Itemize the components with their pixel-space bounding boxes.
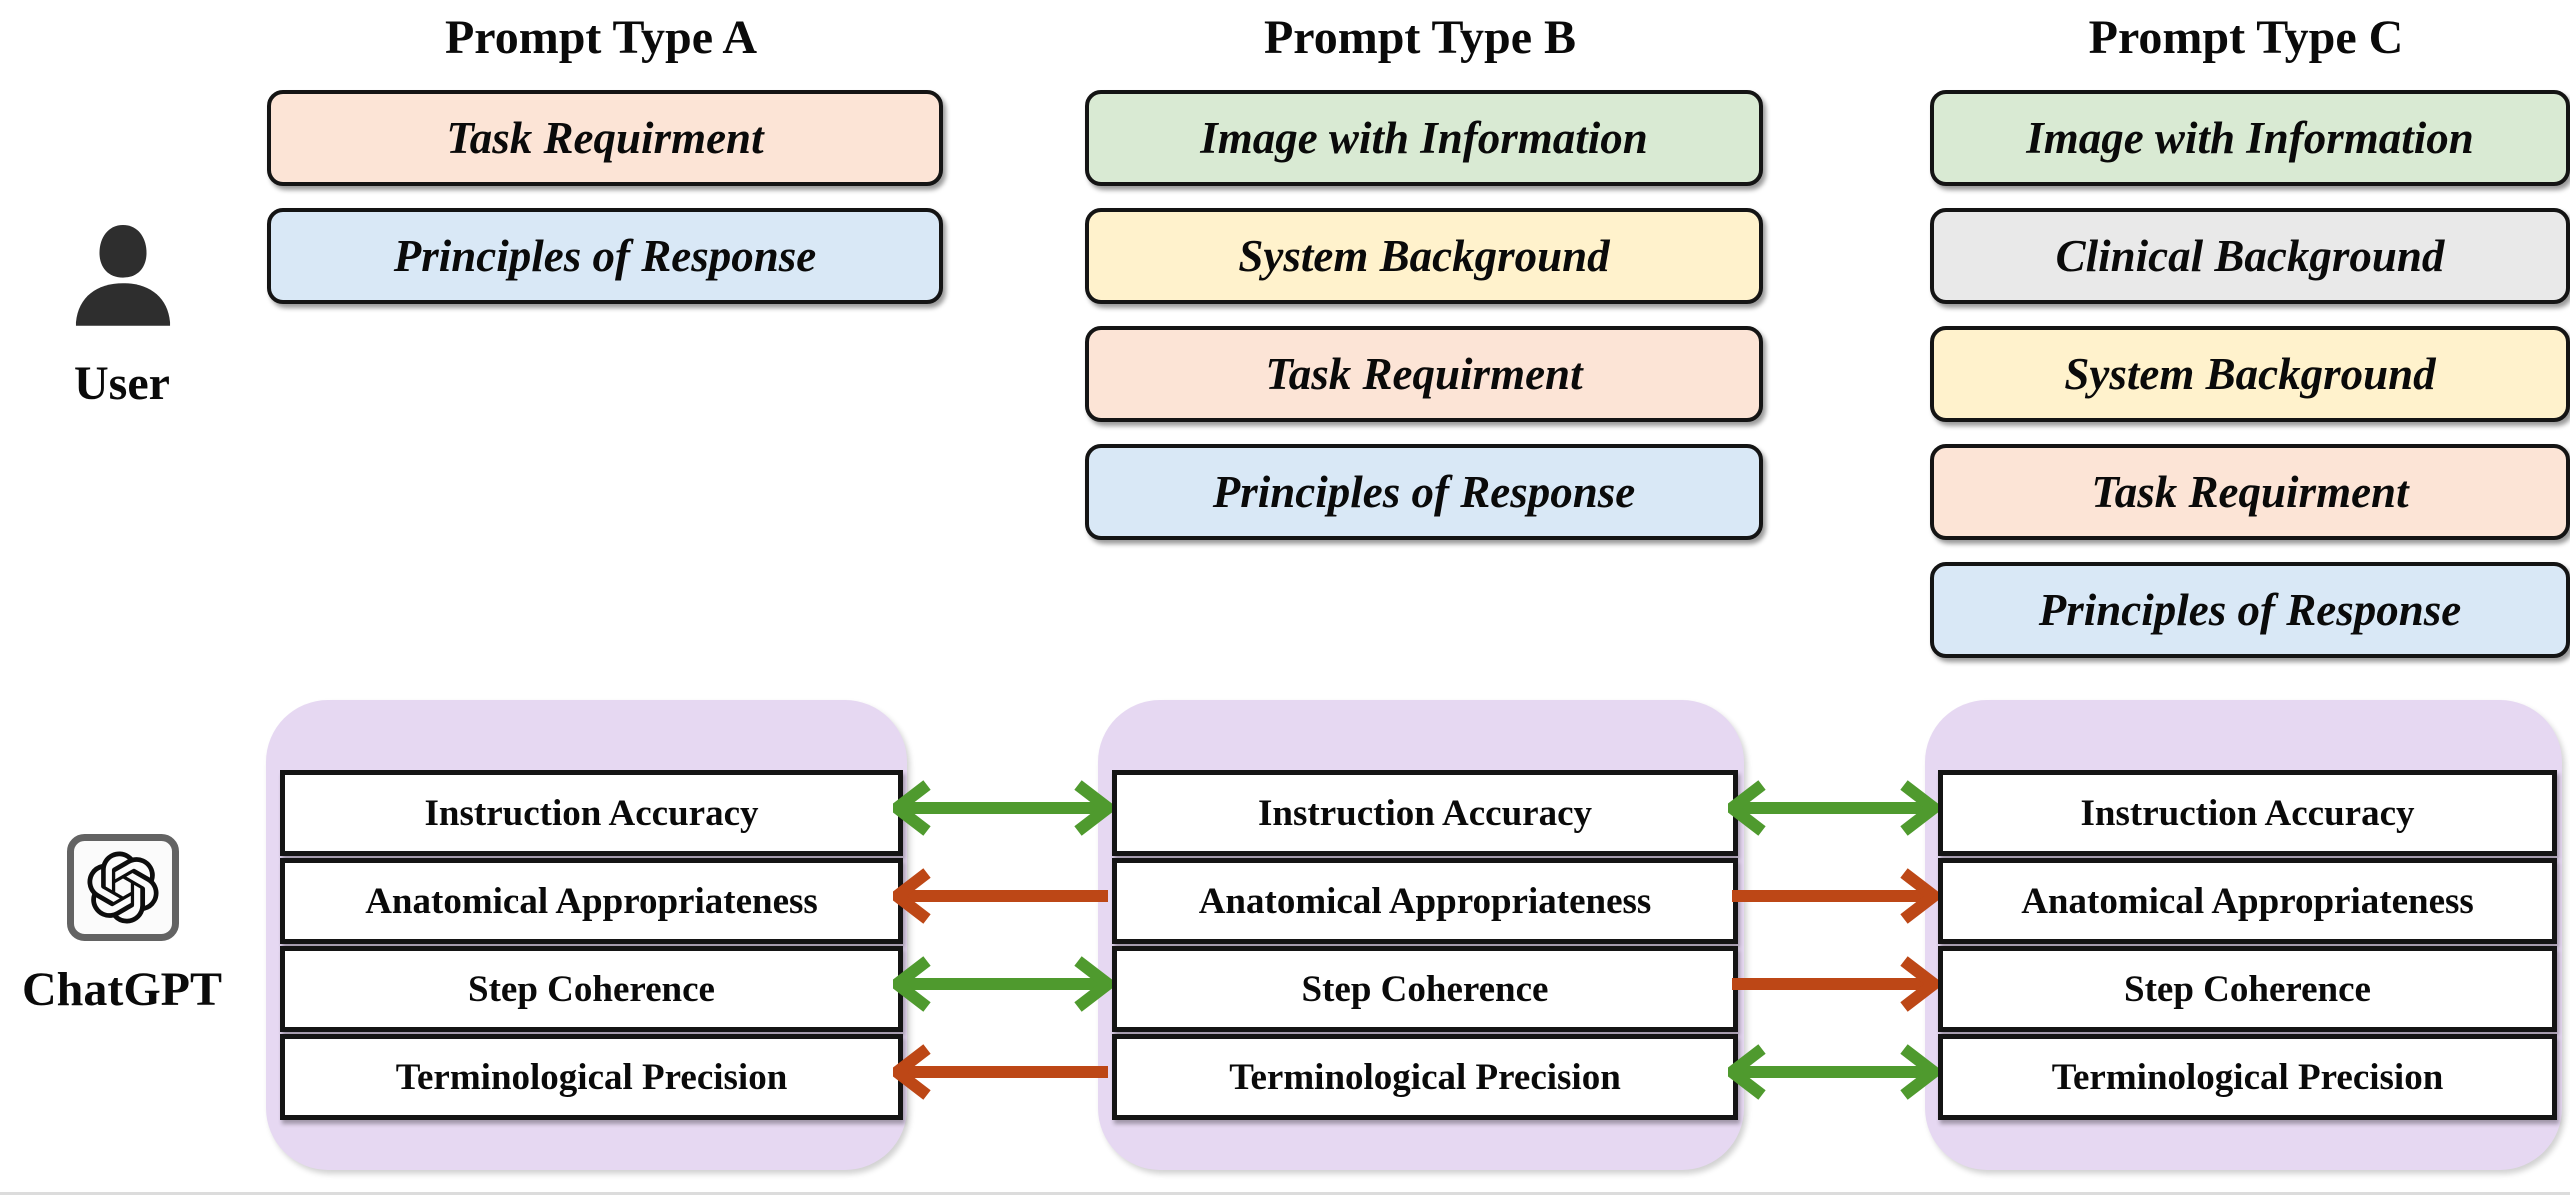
criterion-box-b-step-coherence: Step Coherence bbox=[1112, 946, 1738, 1032]
chatgpt-icon bbox=[67, 834, 179, 941]
column-b-title: Prompt Type B bbox=[1263, 11, 1577, 64]
prompt-box-c-system-background: System Background bbox=[1930, 326, 2570, 422]
comparison-arrow-a-b-terminological-precision bbox=[893, 1044, 1108, 1100]
comparison-arrow-b-c-step-coherence bbox=[1732, 956, 1938, 1012]
comparison-arrow-b-c-anatomical-appropriateness bbox=[1732, 868, 1938, 924]
criterion-box-a-terminological-precision: Terminological Precision bbox=[280, 1034, 903, 1120]
criterion-box-c-step-coherence: Step Coherence bbox=[1938, 946, 2557, 1032]
prompt-box-b-task-requirment: Task Requirment bbox=[1085, 326, 1763, 422]
criterion-box-b-terminological-precision: Terminological Precision bbox=[1112, 1034, 1738, 1120]
criterion-box-b-instruction-accuracy: Instruction Accuracy bbox=[1112, 770, 1738, 856]
user-icon bbox=[67, 218, 179, 326]
column-a-title: Prompt Type A bbox=[444, 11, 758, 64]
comparison-arrow-a-b-anatomical-appropriateness bbox=[893, 868, 1108, 924]
prompt-box-c-principles-of-response: Principles of Response bbox=[1930, 562, 2570, 658]
criterion-box-c-terminological-precision: Terminological Precision bbox=[1938, 1034, 2557, 1120]
comparison-arrow-b-c-terminological-precision bbox=[1728, 1044, 1938, 1100]
bottom-border-line bbox=[0, 1192, 2570, 1195]
comparison-arrow-a-b-step-coherence bbox=[893, 956, 1112, 1012]
criterion-box-c-instruction-accuracy: Instruction Accuracy bbox=[1938, 770, 2557, 856]
prompt-box-a-principles-of-response: Principles of Response bbox=[267, 208, 943, 304]
comparison-arrow-a-b-instruction-accuracy bbox=[893, 780, 1112, 836]
prompt-box-a-task-requirment: Task Requirment bbox=[267, 90, 943, 186]
user-label: User bbox=[74, 357, 170, 410]
prompt-box-b-system-background: System Background bbox=[1085, 208, 1763, 304]
prompt-box-c-image-with-information: Image with Information bbox=[1930, 90, 2570, 186]
prompt-box-c-clinical-background: Clinical Background bbox=[1930, 208, 2570, 304]
criterion-box-c-anatomical-appropriateness: Anatomical Appropriateness bbox=[1938, 858, 2557, 944]
comparison-arrow-b-c-instruction-accuracy bbox=[1728, 780, 1938, 836]
prompt-box-b-image-with-information: Image with Information bbox=[1085, 90, 1763, 186]
column-c-title: Prompt Type C bbox=[2088, 11, 2404, 64]
criterion-box-a-step-coherence: Step Coherence bbox=[280, 946, 903, 1032]
prompt-box-b-principles-of-response: Principles of Response bbox=[1085, 444, 1763, 540]
criterion-box-b-anatomical-appropriateness: Anatomical Appropriateness bbox=[1112, 858, 1738, 944]
criterion-box-a-anatomical-appropriateness: Anatomical Appropriateness bbox=[280, 858, 903, 944]
criterion-box-a-instruction-accuracy: Instruction Accuracy bbox=[280, 770, 903, 856]
prompt-box-c-task-requirment: Task Requirment bbox=[1930, 444, 2570, 540]
chatgpt-label: ChatGPT bbox=[21, 963, 222, 1016]
